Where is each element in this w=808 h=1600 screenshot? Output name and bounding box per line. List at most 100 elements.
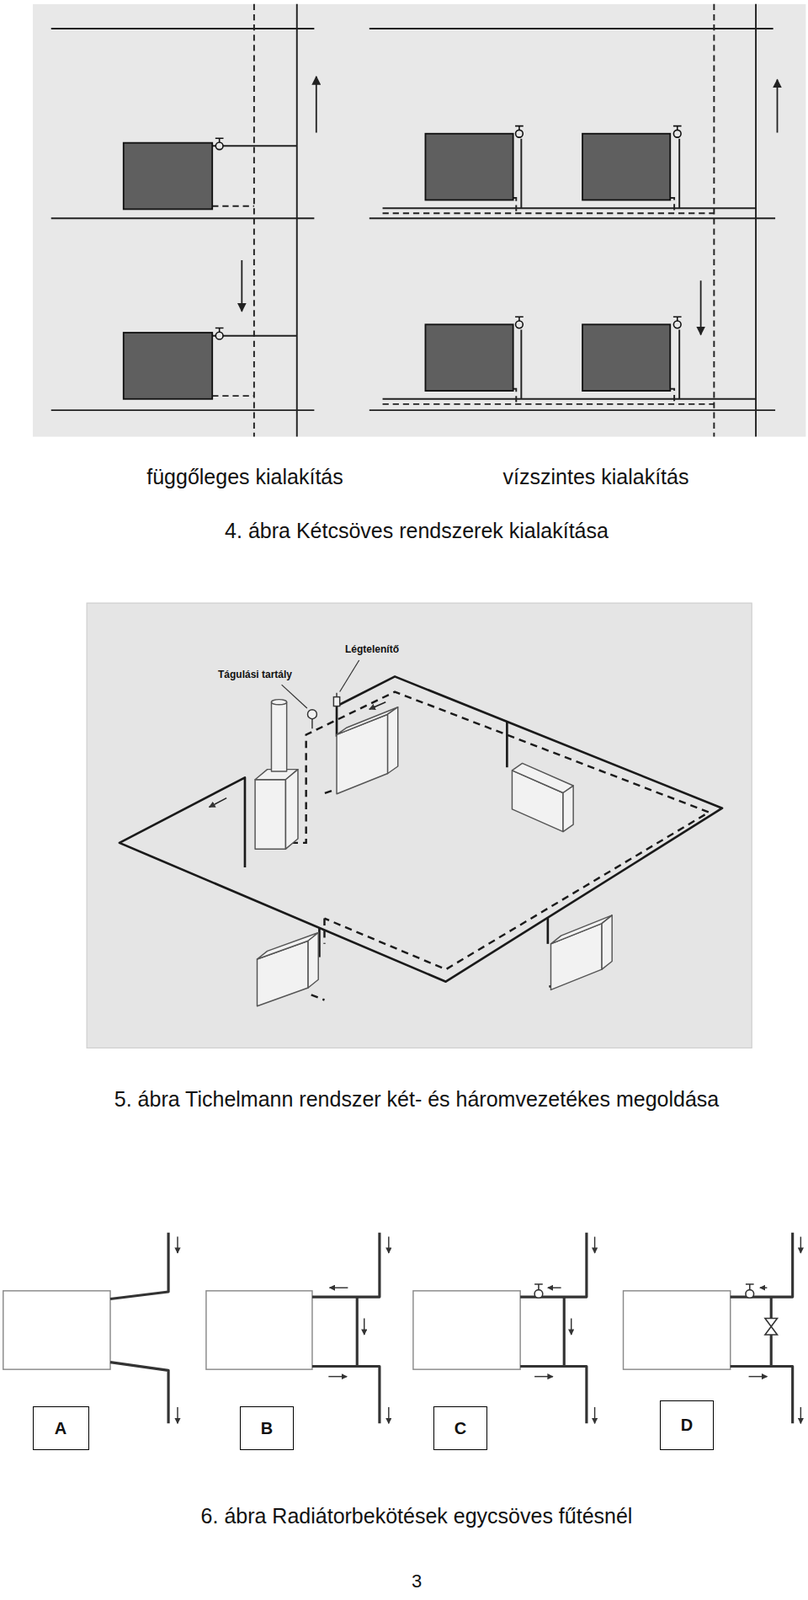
supply-pipe: [212, 4, 756, 437]
valve: [534, 1289, 543, 1298]
air-vent: [335, 692, 337, 697]
return-pipe: [322, 790, 332, 794]
supply-pipe: [119, 675, 723, 981]
expansion-tank: [307, 709, 317, 729]
return-pipe: [212, 4, 714, 437]
boiler: [271, 699, 287, 705]
supply-pipe: [382, 207, 756, 399]
flow-arrow: [177, 1236, 801, 1424]
radiator-valve: [215, 142, 224, 150]
tichelmann-figure: [86, 602, 752, 1048]
expansion-tank: [311, 718, 313, 729]
valve: [534, 1283, 543, 1290]
flow-arrow: [176, 1236, 178, 1253]
flow-arrow: [776, 79, 779, 133]
figure-caption: 5. ábra Tichelmann rendszer két- és háro…: [114, 1086, 719, 1111]
radiator: [123, 332, 213, 399]
sub-caption: függőleges kialakítás: [146, 464, 343, 490]
two-pipe-figure: [32, 4, 806, 437]
radiator: [388, 707, 399, 774]
radiator-valve: [515, 129, 524, 138]
flow-arrow: [176, 1406, 178, 1423]
page-number: 3: [411, 1569, 422, 1591]
return-pipe: [311, 994, 325, 1000]
radiator: [511, 762, 574, 793]
valve: [765, 1318, 778, 1335]
pipe: [312, 1232, 380, 1424]
radiator-valve: [215, 126, 682, 340]
supply-pipe: [754, 4, 757, 437]
supply-pipe: [505, 721, 509, 768]
flow-arrow: [240, 260, 243, 312]
flow-arrow: [570, 1318, 572, 1335]
figure-caption: 6. ábra Radiátorbekötések egycsöves fűté…: [201, 1503, 633, 1528]
floor-line: [51, 28, 315, 410]
supply-pipe: [547, 916, 550, 944]
valve: [745, 1283, 755, 1290]
air-vent: [333, 692, 340, 707]
flow-arrow: [700, 280, 702, 335]
valve: [534, 1283, 777, 1335]
flow-arrow: [363, 1318, 365, 1335]
radiator: [123, 143, 213, 210]
radiator-valve: [515, 320, 524, 329]
radiator: [563, 785, 574, 832]
letter-label: B: [260, 1418, 273, 1437]
leader-line: [281, 659, 360, 708]
figure-ground: [32, 4, 806, 437]
flow-arrow: [760, 1286, 767, 1287]
flow-arrow: [388, 1236, 389, 1253]
radiator: [582, 133, 670, 201]
boiler: [285, 769, 298, 850]
return-pipe: [212, 206, 255, 396]
flow-arrow: [315, 76, 318, 133]
flow-arrow: [594, 1406, 596, 1423]
flow-arrow: [594, 1236, 596, 1253]
flow-arrow: [534, 1375, 553, 1377]
valve: [745, 1289, 755, 1298]
figure-ground: [86, 602, 752, 1048]
pipe: [730, 1232, 793, 1424]
radiator-valve: [215, 138, 224, 143]
radiator-valve: [515, 316, 524, 321]
pipe: [110, 1232, 169, 1299]
flow-arrow: [800, 1406, 802, 1423]
one-pipe-figure: [3, 1232, 802, 1424]
radiator-valve: [515, 126, 524, 131]
air-vent: [333, 696, 340, 707]
callout-label: Légtelenítő: [345, 643, 399, 656]
return-pipe: [513, 197, 675, 404]
return-pipe: [382, 212, 715, 404]
radiator: [582, 324, 670, 391]
flow-arrow: [209, 797, 228, 808]
flow-arrow: [547, 1286, 562, 1287]
flow-arrow: [329, 1286, 349, 1287]
letter-box: A: [32, 1405, 90, 1450]
figure-caption: 4. ábra Kétcsöves rendszerek kialakítása: [224, 518, 609, 543]
radiator: [623, 1290, 731, 1369]
boiler: [271, 701, 287, 771]
callout-label: Tágulási tartály: [217, 669, 293, 681]
flow-arrow: [328, 1375, 347, 1377]
radiator-valve: [673, 129, 681, 138]
radiator-valve: [673, 316, 682, 321]
boiler: [255, 779, 286, 849]
letter-box: D: [659, 1399, 714, 1450]
radiator: [3, 1290, 731, 1369]
letter-label: D: [680, 1414, 693, 1434]
flow-arrow: [241, 76, 777, 335]
flow-arrow: [369, 701, 386, 709]
leader-line: [281, 684, 308, 708]
pipe: [520, 1232, 587, 1424]
return-pipe: [712, 4, 715, 437]
return-pipe: [323, 918, 325, 944]
flow-arrow: [749, 1375, 768, 1377]
letter-box: C: [433, 1405, 488, 1450]
radiator: [206, 1290, 313, 1369]
boiler: [255, 699, 298, 850]
radiator: [336, 713, 389, 794]
radiator: [413, 1290, 521, 1369]
